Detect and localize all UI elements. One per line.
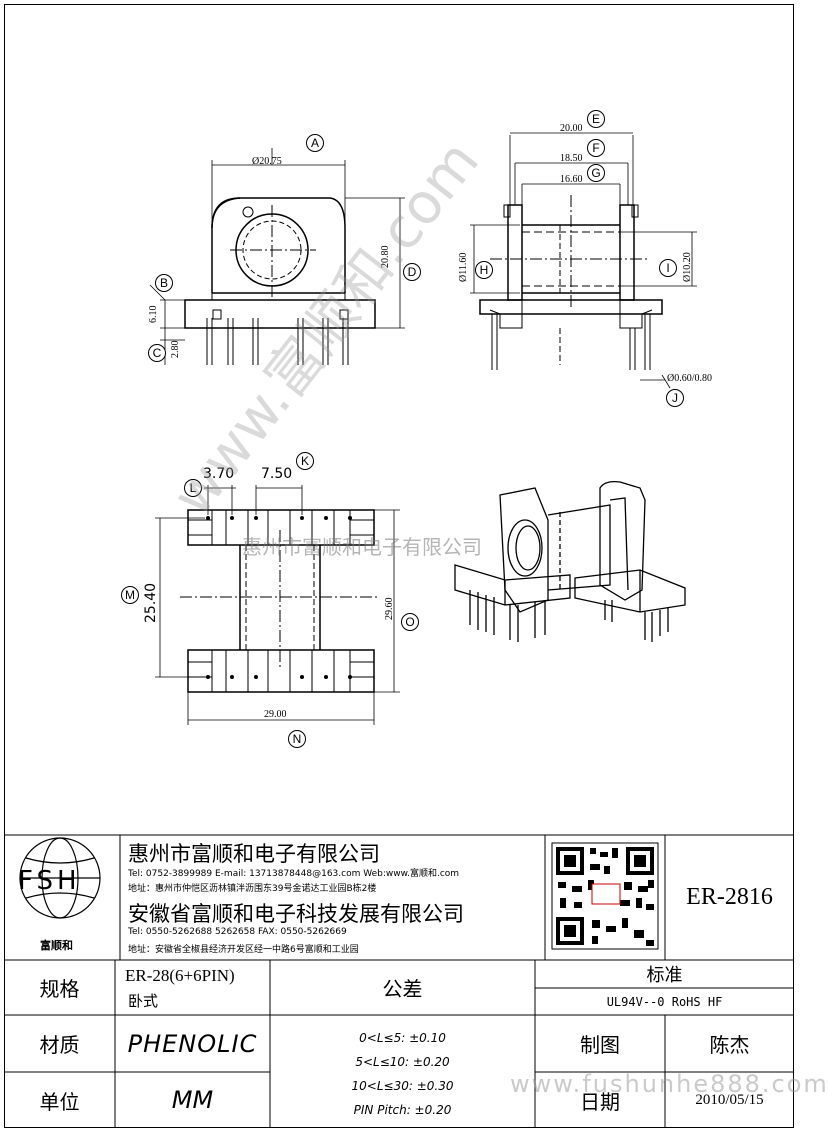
tolerance-line: 0<L≤5: ±0.10: [359, 1031, 446, 1045]
company1-contact: Tel: 0752-3899989 E-mail: 13713878448@16…: [128, 869, 460, 879]
tolerance-line: PIN Pitch: ±0.20: [353, 1103, 452, 1117]
spec-label: 规格: [39, 977, 80, 1001]
drawn-value: 陈杰: [709, 1033, 750, 1057]
unit-label: 单位: [39, 1089, 80, 1114]
dim-text-E: 20.00: [560, 123, 583, 134]
marker-b: B: [155, 274, 173, 292]
dim-text-M: 25.40: [143, 582, 159, 623]
side-view: [470, 132, 697, 389]
dim-text-O: 29.60: [384, 597, 395, 621]
dim-text-D: 20.80: [380, 245, 391, 269]
spec-value-model: ER-28(6+6PIN): [125, 966, 235, 985]
marker-f: F: [587, 139, 605, 157]
material-label: 材质: [39, 1033, 80, 1057]
dim-text-G: 16.60: [560, 174, 583, 185]
dim-text-N: 29.00: [264, 709, 287, 720]
title-block-lines: [4, 834, 794, 1128]
tolerance-line: 5<L≤10: ±0.20: [355, 1055, 450, 1069]
standard-label: 标准: [646, 965, 683, 986]
part-number: ER-2816: [686, 884, 773, 910]
marker-h: H: [475, 261, 493, 279]
dim-text-K: 7.50: [261, 466, 293, 482]
drawn-label: 制图: [580, 1033, 620, 1057]
front-view: [149, 148, 405, 365]
drawing-frame: [4, 4, 794, 1128]
company2-contact: Tel: 0550-5262688 5262658 FAX: 0550-5262…: [128, 927, 347, 937]
marker-n: N: [288, 730, 306, 748]
pin-holes: [206, 516, 352, 679]
company2-name: 安徽省富顺和电子科技发展有限公司: [128, 902, 464, 926]
marker-c: C: [148, 344, 166, 362]
front-pins: [206, 318, 349, 365]
marker-l: L: [184, 479, 202, 497]
standard-value: UL94V--0 RoHS HF: [606, 994, 723, 1009]
qr-code-icon: [551, 842, 659, 950]
company1-address: 地址：惠州市仲恺区沥林镇泮沥围东39号金诺达工业园B栋2楼: [128, 884, 377, 894]
date-value: 2010/05/15: [695, 1091, 764, 1108]
marker-m: M: [121, 586, 139, 604]
tolerance-label: 公差: [382, 977, 423, 1001]
company2-address: 地址：安徽省全椒县经济开发区经一中路6号富顺和工业园: [128, 945, 359, 955]
dim-text-B: 6.10: [148, 305, 159, 324]
marker-e: E: [587, 110, 605, 128]
logo-letters: FSH: [18, 866, 81, 896]
marker-g: G: [587, 164, 605, 182]
dim-text-F: 18.50: [560, 153, 583, 164]
marker-j: J: [666, 389, 684, 407]
isometric-view: [454, 480, 686, 642]
logo-caption: 富顺和: [40, 939, 73, 952]
dim-text-L: 3.70: [203, 466, 235, 482]
dim-text-H: Ø11.60: [458, 252, 469, 282]
dim-text-A: Ø20.75: [252, 156, 282, 167]
dim-text-C: 2.80: [170, 340, 181, 359]
marker-i: I: [659, 259, 677, 277]
marker-k: K: [296, 452, 314, 470]
company1-name: 惠州市富顺和电子有限公司: [128, 842, 380, 866]
technical-drawing: [4, 132, 794, 1128]
marker-o: O: [401, 613, 419, 631]
dim-text-J: Ø0.60/0.80: [667, 373, 712, 384]
tolerance-line: 10<L≤30: ±0.30: [351, 1079, 454, 1093]
marker-a: A: [306, 134, 324, 152]
dim-text-I: Ø10.20: [682, 252, 693, 282]
date-label: 日期: [580, 1089, 620, 1114]
material-value: PHENOLIC: [127, 1029, 258, 1058]
logo-globe-icon: [19, 837, 101, 919]
unit-value: MM: [171, 1086, 214, 1114]
spec-value-orientation: 卧式: [128, 992, 159, 1010]
bottom-view: [155, 485, 400, 725]
marker-d: D: [403, 263, 421, 281]
